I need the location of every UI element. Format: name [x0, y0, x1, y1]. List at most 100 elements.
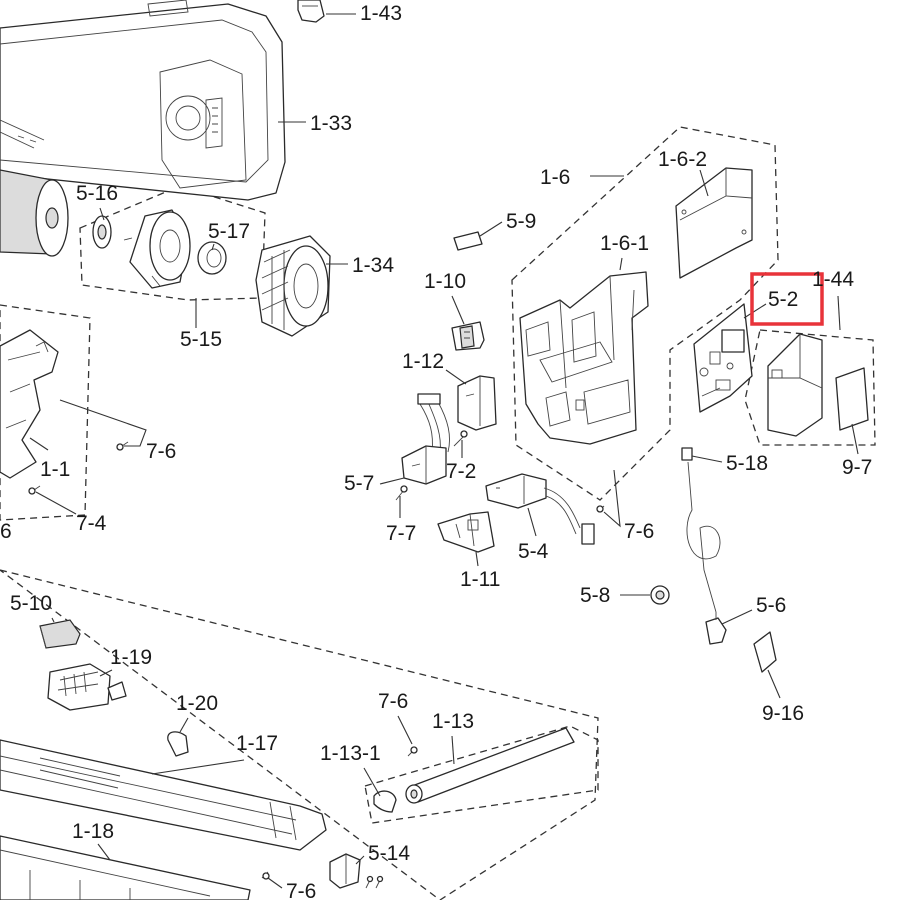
- callout-label-1-6: 1-6: [540, 166, 570, 189]
- part-1-20-hook: [167, 731, 189, 757]
- part-1-13-rod: [405, 727, 575, 804]
- callout-label-5-9: 5-9: [506, 210, 536, 233]
- part-5-10: [39, 619, 81, 649]
- leader-line-5-16: [99, 207, 105, 221]
- callout-label-9-7: 9-7: [842, 456, 872, 479]
- callout-label-5-7: 5-7: [344, 472, 374, 495]
- part-1-6-1-control-box: [519, 271, 649, 445]
- part-1-12-bracket: [457, 375, 497, 431]
- leader-line-5-9: [479, 221, 503, 237]
- highlight-box-5-2: [750, 272, 824, 326]
- part-1-1-evaporator: [0, 329, 59, 479]
- group-outline-1-13: [364, 725, 599, 824]
- leader-line-1-13: [451, 735, 455, 765]
- leader-line-1-6-2: [699, 169, 709, 197]
- callout-label-5-4: 5-4: [518, 540, 549, 563]
- part-5-9-label: [453, 231, 483, 251]
- leader-line-5-4: [527, 507, 537, 537]
- part-1-34-motor-bracket: [255, 235, 331, 337]
- part-1-43-clip: [297, 0, 325, 23]
- part-1-17-frame: [0, 739, 327, 851]
- leader-line-1-18: [97, 843, 111, 861]
- leader-line-1-13-1: [363, 767, 381, 797]
- callout-label-7-6c: 7-6: [378, 690, 408, 713]
- callout-label-1-13-1: 1-13-1: [320, 742, 381, 765]
- callout-label-5-14: 5-14: [368, 842, 410, 865]
- screws: [28, 430, 605, 889]
- callout-labels: 1-431-335-165-171-345-151-17-67-461-61-6…: [0, 2, 872, 900]
- callout-label-5-18: 5-18: [726, 452, 768, 475]
- callout-label-5-6: 5-6: [756, 594, 786, 617]
- callout-label-1-12: 1-12: [402, 350, 444, 373]
- leader-line-7-6c: [397, 715, 413, 745]
- leader-line-5-10: [51, 617, 55, 623]
- leader-line-5-6: [721, 609, 753, 625]
- callout-label-1-19: 1-19: [110, 646, 152, 669]
- callout-label-1-10: 1-10: [424, 270, 466, 293]
- leader-line-1-6-1: [619, 257, 623, 271]
- callout-label-1-1: 1-1: [40, 458, 70, 481]
- part-1-13-1-clip: [373, 790, 397, 813]
- callout-label-1-6-1: 1-6-1: [600, 232, 649, 255]
- group-outline-1-1: [0, 304, 91, 521]
- part-1-33-cabinet: [0, 0, 286, 201]
- part-5-16-bearing: [92, 215, 112, 249]
- part-5-2-pcb: [693, 303, 753, 413]
- callout-label-1-6-2: 1-6-2: [658, 148, 707, 171]
- leader-lines: [29, 13, 859, 889]
- part-5-15-motor: [123, 209, 191, 289]
- callout-label-5-16: 5-16: [76, 182, 118, 205]
- leader-line-9-7: [851, 423, 859, 455]
- callout-label-1-20: 1-20: [176, 692, 218, 715]
- part-1-19: [47, 663, 127, 711]
- callout-label-7-2: 7-2: [446, 460, 476, 483]
- callout-label-7-6b: 7-6: [624, 520, 654, 543]
- callout-label-5-2: 5-2: [768, 288, 798, 311]
- callout-label-1-13: 1-13: [432, 710, 474, 733]
- callout-label-1-18: 1-18: [72, 820, 114, 843]
- leader-line-7-6d: [267, 877, 283, 889]
- callout-label-7-4: 7-4: [76, 512, 107, 535]
- callout-label-1-44: 1-44: [812, 268, 854, 291]
- part-9-16-label: [753, 631, 777, 673]
- part-5-7-terminal: [401, 393, 450, 485]
- part-5-17-rubber-mount: [197, 241, 227, 275]
- callout-label-9-16: 9-16: [762, 702, 804, 725]
- part-1-11-display-holder: [437, 511, 495, 553]
- leader-line-7-6b: [603, 469, 621, 528]
- leader-line-1-11: [475, 551, 479, 567]
- leader-line-5-7: [379, 477, 405, 485]
- leader-line-1-1: [29, 437, 49, 451]
- leader-line-1-19: [99, 669, 113, 677]
- part-1-10-connector: [451, 321, 485, 351]
- group-outline-1-6: [511, 126, 779, 501]
- leader-line-7-4: [35, 491, 77, 515]
- group-outline-lower-frame: [0, 569, 599, 900]
- part-5-4-display-pcb: [485, 473, 595, 545]
- part-crossflow-fan: [0, 169, 69, 257]
- callout-label-1-11: 1-11: [460, 568, 500, 591]
- leader-line-1-12: [445, 369, 467, 385]
- callout-label-1-34: 1-34: [352, 254, 394, 277]
- callout-label-7-6a: 7-6: [146, 440, 176, 463]
- part-5-14-block: [329, 853, 361, 889]
- leader-line-1-44: [837, 295, 841, 331]
- leader-line-5-14: [355, 855, 365, 865]
- leader-line-5-17: [211, 243, 215, 251]
- part-5-8-grommet: [650, 585, 670, 605]
- leader-line-5-18: [691, 455, 723, 463]
- part-1-6-2-cover: [675, 167, 753, 279]
- callout-label-5-10: 5-10: [10, 592, 52, 615]
- callout-label-1-43: 1-43: [360, 2, 402, 25]
- parts-artwork: [0, 0, 869, 900]
- callout-label-5-15: 5-15: [180, 328, 222, 351]
- part-1-44-box-cover: [767, 333, 823, 437]
- callout-label-7-6d: 7-6: [286, 880, 316, 900]
- part-5-6-sensor: [705, 612, 727, 645]
- callout-label-1-17: 1-17: [236, 732, 278, 755]
- leader-line-5-2: [743, 303, 767, 319]
- part-5-18-sensor-wire: [681, 447, 721, 613]
- part-1-18-panel: [0, 835, 251, 900]
- leader-line-9-16: [767, 669, 781, 699]
